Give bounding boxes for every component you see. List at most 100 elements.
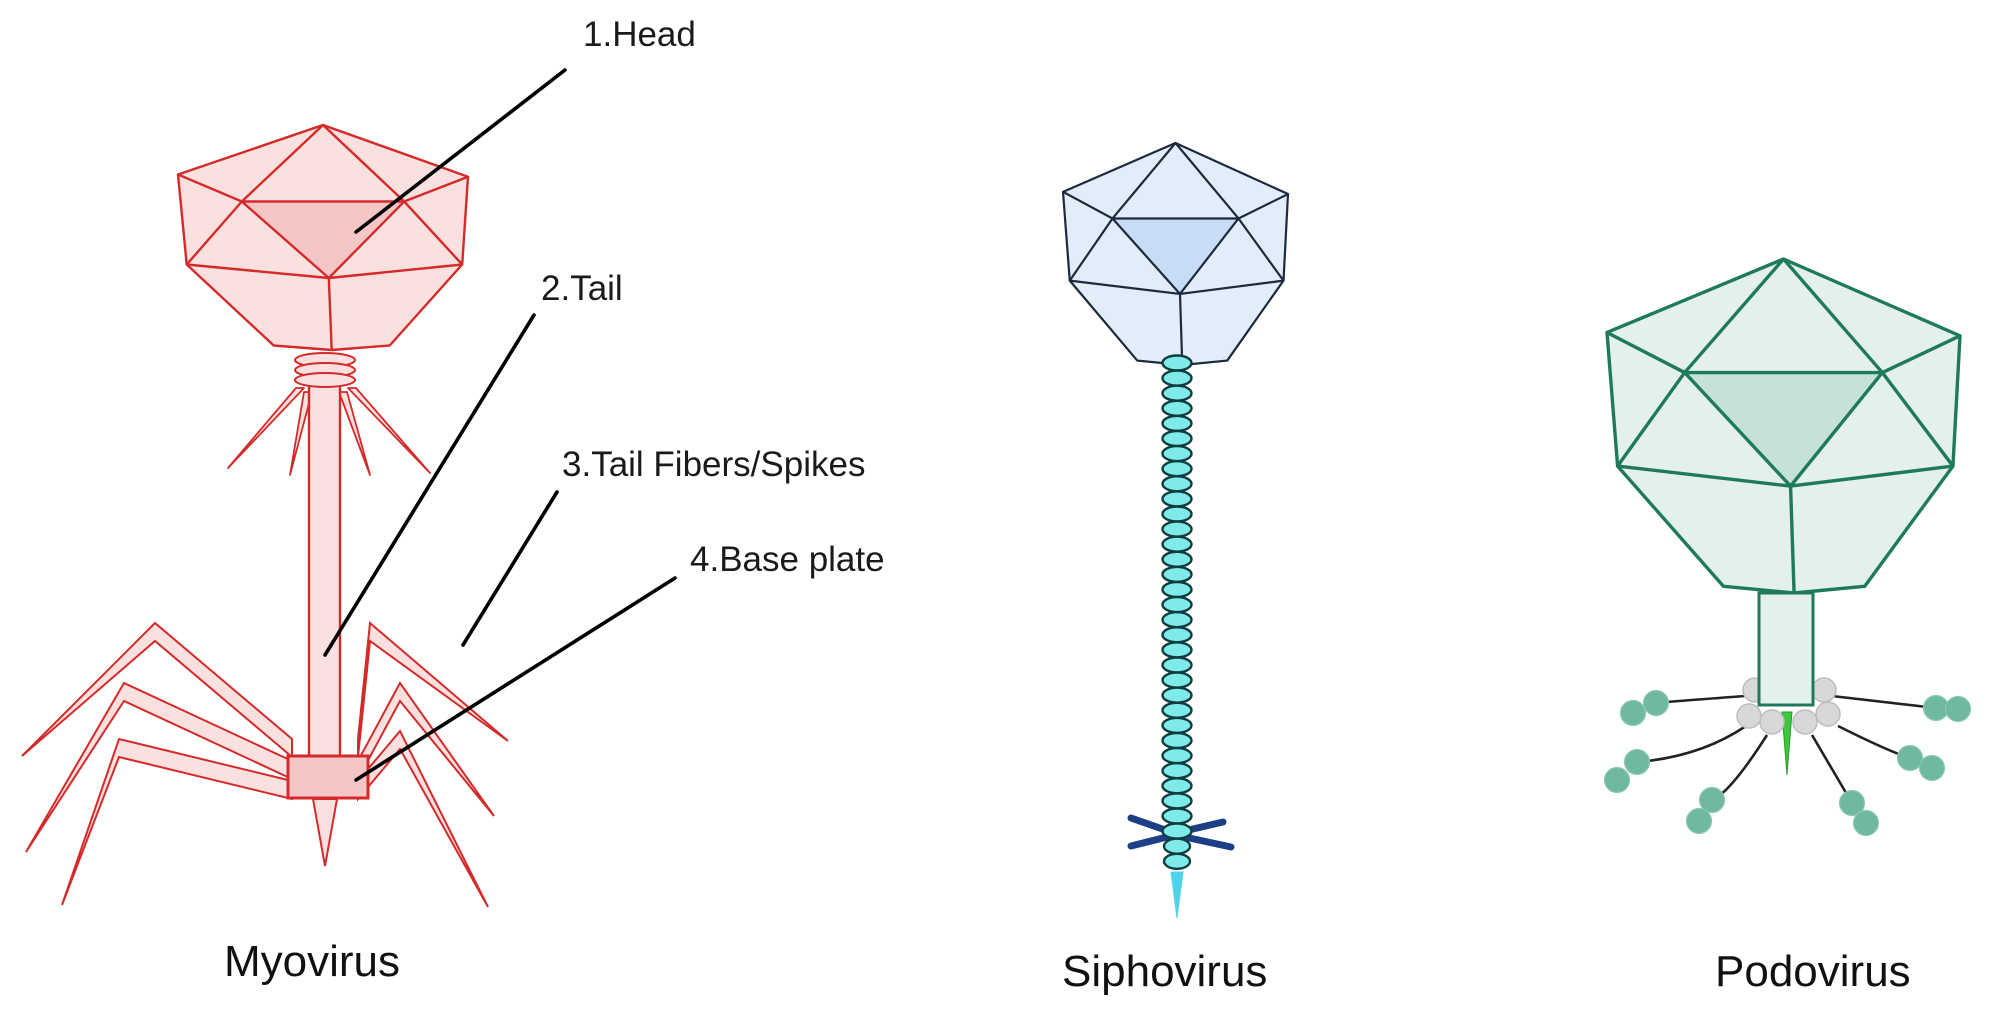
tail-segment <box>1161 656 1193 674</box>
tail-segment <box>1161 792 1193 810</box>
head-edge <box>185 200 243 266</box>
myovirus-head <box>176 123 470 352</box>
leader-line-tail <box>323 313 536 657</box>
head-edge <box>1782 257 1884 374</box>
virus-name-siphovirus: Siphovirus <box>1062 947 1268 996</box>
fiber-bead <box>1852 809 1880 837</box>
myovirus-base-plate <box>286 754 370 800</box>
tail-segment <box>1162 837 1192 855</box>
fiber-bead <box>1944 695 1972 723</box>
fiber-bead <box>1623 748 1651 776</box>
myovirus-illustration <box>21 123 509 908</box>
head-edge <box>1617 464 1791 488</box>
label-head: 1.Head <box>583 15 696 54</box>
tail-segment <box>1161 565 1193 584</box>
tail-fiber <box>1831 694 1937 710</box>
tail-segment <box>1161 354 1193 372</box>
tail-segment <box>1161 746 1193 765</box>
head-front-face <box>240 200 406 280</box>
head-edge <box>177 173 243 203</box>
tail-segment <box>1161 460 1193 478</box>
tail-segment <box>1161 475 1193 493</box>
podovirus-head <box>1605 257 1962 595</box>
tail-fiber <box>357 729 489 908</box>
head-edge <box>1238 193 1289 220</box>
head-edge <box>1111 142 1177 220</box>
collar-ring <box>294 372 356 388</box>
head-edge <box>1683 257 1785 374</box>
collar-knob <box>1811 677 1837 703</box>
head-edge <box>1179 279 1284 296</box>
head-edge <box>322 124 406 203</box>
fiber-bead <box>1838 789 1866 817</box>
siphovirus-head <box>1061 141 1290 367</box>
tail-segment <box>1161 671 1193 689</box>
myovirus-collar-spikes <box>227 387 431 476</box>
fiber-bead <box>1642 689 1670 717</box>
collar-knob <box>1815 701 1841 727</box>
collar-knob <box>1792 709 1818 735</box>
head-edge <box>1880 371 1955 468</box>
tail-segment <box>1161 595 1193 614</box>
head-edge <box>1068 217 1114 282</box>
tail-segment <box>1161 641 1193 659</box>
tail-segment <box>1161 701 1193 719</box>
tail-segment <box>1161 762 1193 780</box>
head-edge <box>1174 142 1240 220</box>
tail-segment <box>1161 550 1193 568</box>
tail-segment <box>1161 611 1193 629</box>
head-edge <box>1881 334 1961 375</box>
head-edge <box>240 124 324 203</box>
head-edge <box>1790 464 1954 488</box>
myovirus-collar <box>294 352 356 388</box>
head-front-face <box>1682 370 1885 488</box>
tail-segment <box>1161 505 1193 523</box>
virus-name-podovirus: Podovirus <box>1715 947 1911 996</box>
siphovirus-tail-tip <box>1170 871 1184 919</box>
siphovirus-segmented-tail <box>1161 354 1193 870</box>
head-edge <box>1606 330 1686 375</box>
tail-segment <box>1161 399 1193 417</box>
myovirus-tail-pin <box>311 798 339 867</box>
siphovirus-illustration <box>1061 141 1290 919</box>
tail-segment <box>1162 852 1192 870</box>
leader-line-tail-fibers <box>461 490 559 647</box>
tail-segment <box>1161 716 1193 735</box>
podovirus-illustration <box>1603 257 1972 837</box>
podovirus-tail-fibers <box>1603 689 1972 837</box>
head-edge <box>328 263 463 280</box>
tail-segment <box>1161 429 1193 448</box>
tail-fiber <box>1636 724 1747 764</box>
leader-line-head <box>354 68 567 234</box>
head-edge <box>1062 190 1114 220</box>
tail-segment <box>1161 384 1193 402</box>
tail-segment <box>1161 414 1193 433</box>
head-edge <box>327 277 333 351</box>
tail-segment <box>1161 626 1193 644</box>
collar-spike <box>227 387 305 469</box>
tail-segment <box>1161 822 1193 840</box>
fiber-bead <box>1918 754 1946 782</box>
tail-segment <box>1161 490 1193 508</box>
fiber-bead <box>1922 694 1950 722</box>
label-tail-fibers: 3.Tail Fibers/Spikes <box>562 445 866 484</box>
tail-segment <box>1161 369 1193 387</box>
tail-segment <box>1161 807 1193 825</box>
fiber-bead <box>1698 786 1726 814</box>
podovirus-collar-knobs <box>1736 677 1841 735</box>
tail-fiber <box>21 621 293 760</box>
tail-segment <box>1161 731 1193 750</box>
head-edge <box>1616 371 1687 468</box>
tail-segment <box>1161 777 1193 795</box>
head-edge <box>1178 293 1184 366</box>
tail-segment <box>1161 444 1193 463</box>
myovirus-tail-sheath <box>307 383 342 767</box>
tail-segment <box>1161 535 1193 553</box>
label-tail: 2.Tail <box>541 269 623 308</box>
head-front-face <box>1111 217 1240 296</box>
collar-spike <box>338 391 371 476</box>
virus-name-myovirus: Myovirus <box>224 937 401 986</box>
tail-segment <box>1161 686 1193 704</box>
tail-fiber <box>357 621 509 758</box>
